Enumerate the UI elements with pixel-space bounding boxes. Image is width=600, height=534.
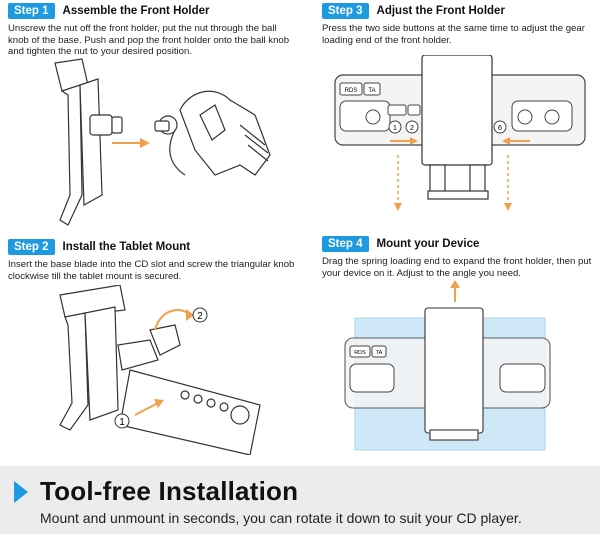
preset-1-label: 1 <box>393 125 397 132</box>
front-holder-drawing <box>54 58 123 226</box>
step-2-description: Insert the base blade into the CD slot a… <box>8 259 295 282</box>
step-1-badge: Step 1 <box>8 3 55 19</box>
holder-drawing <box>421 55 493 200</box>
holder-drawing-4 <box>424 307 484 441</box>
step-2: Step 2 Install the Tablet Mount Insert t… <box>8 239 300 282</box>
step-2-header: Step 2 Install the Tablet Mount <box>8 239 300 255</box>
ta-button-label: TA <box>368 88 375 94</box>
step-4-illustration: RDS TA <box>344 280 551 451</box>
marker-2-label: 2 <box>197 311 203 322</box>
preset-6-label: 6 <box>498 125 502 132</box>
step-3-badge: Step 3 <box>322 3 369 19</box>
step-4: Step 4 Mount your Device Drag the spring… <box>322 236 600 279</box>
up-arrow-icon <box>450 280 460 302</box>
step-3: Step 3 Adjust the Front Holder Press the… <box>322 3 600 46</box>
step-3-title: Adjust the Front Holder <box>376 5 505 17</box>
step-1-arrow-icon <box>112 138 150 148</box>
footer-title: Tool-free Installation <box>40 476 299 506</box>
step-1-title: Assemble the Front Holder <box>62 5 210 17</box>
car-stereo-drawing: RDS TA 1 2 6 <box>334 74 586 146</box>
step-1-header: Step 1 Assemble the Front Holder <box>8 3 300 19</box>
step-4-badge: Step 4 <box>322 236 369 252</box>
step-1-illustration <box>54 58 271 226</box>
step-4-header: Step 4 Mount your Device <box>322 236 600 252</box>
step-3-illustration: RDS TA 1 2 6 <box>334 55 586 211</box>
preset-2-label: 2 <box>410 125 414 132</box>
tablet-mount-drawing <box>59 285 181 431</box>
step-2-illustration: 1 2 <box>59 285 261 455</box>
marker-1-label: 1 <box>119 417 125 428</box>
ta-label-2: TA <box>376 350 383 356</box>
ball-knob-base-drawing <box>154 90 271 176</box>
step-4-description: Drag the spring loading end to expand th… <box>322 256 592 279</box>
step-4-title: Mount your Device <box>376 238 480 250</box>
play-triangle-icon <box>14 481 28 503</box>
marker-2-icon: 2 <box>192 307 208 323</box>
footer-banner: Tool-free Installation Mount and unmount… <box>0 466 600 534</box>
step-1: Step 1 Assemble the Front Holder Unscrew… <box>8 3 300 58</box>
stereo-face-drawing <box>119 369 261 455</box>
step-3-description: Press the two side buttons at the same t… <box>322 23 585 46</box>
rds-button-label: RDS <box>345 88 358 94</box>
step-2-badge: Step 2 <box>8 239 55 255</box>
rds-label-2: RDS <box>354 350 366 356</box>
step-2-title: Install the Tablet Mount <box>62 241 191 253</box>
press-arrows-icon <box>390 137 530 145</box>
insert-arrow-icon <box>134 402 159 416</box>
down-arrows-icon <box>397 155 509 205</box>
marker-1-icon: 1 <box>114 413 130 429</box>
step-3-header: Step 3 Adjust the Front Holder <box>322 3 600 19</box>
step-1-description: Unscrew the nut off the front holder, pu… <box>8 23 290 57</box>
footer-subtitle: Mount and unmount in seconds, you can ro… <box>40 510 522 526</box>
